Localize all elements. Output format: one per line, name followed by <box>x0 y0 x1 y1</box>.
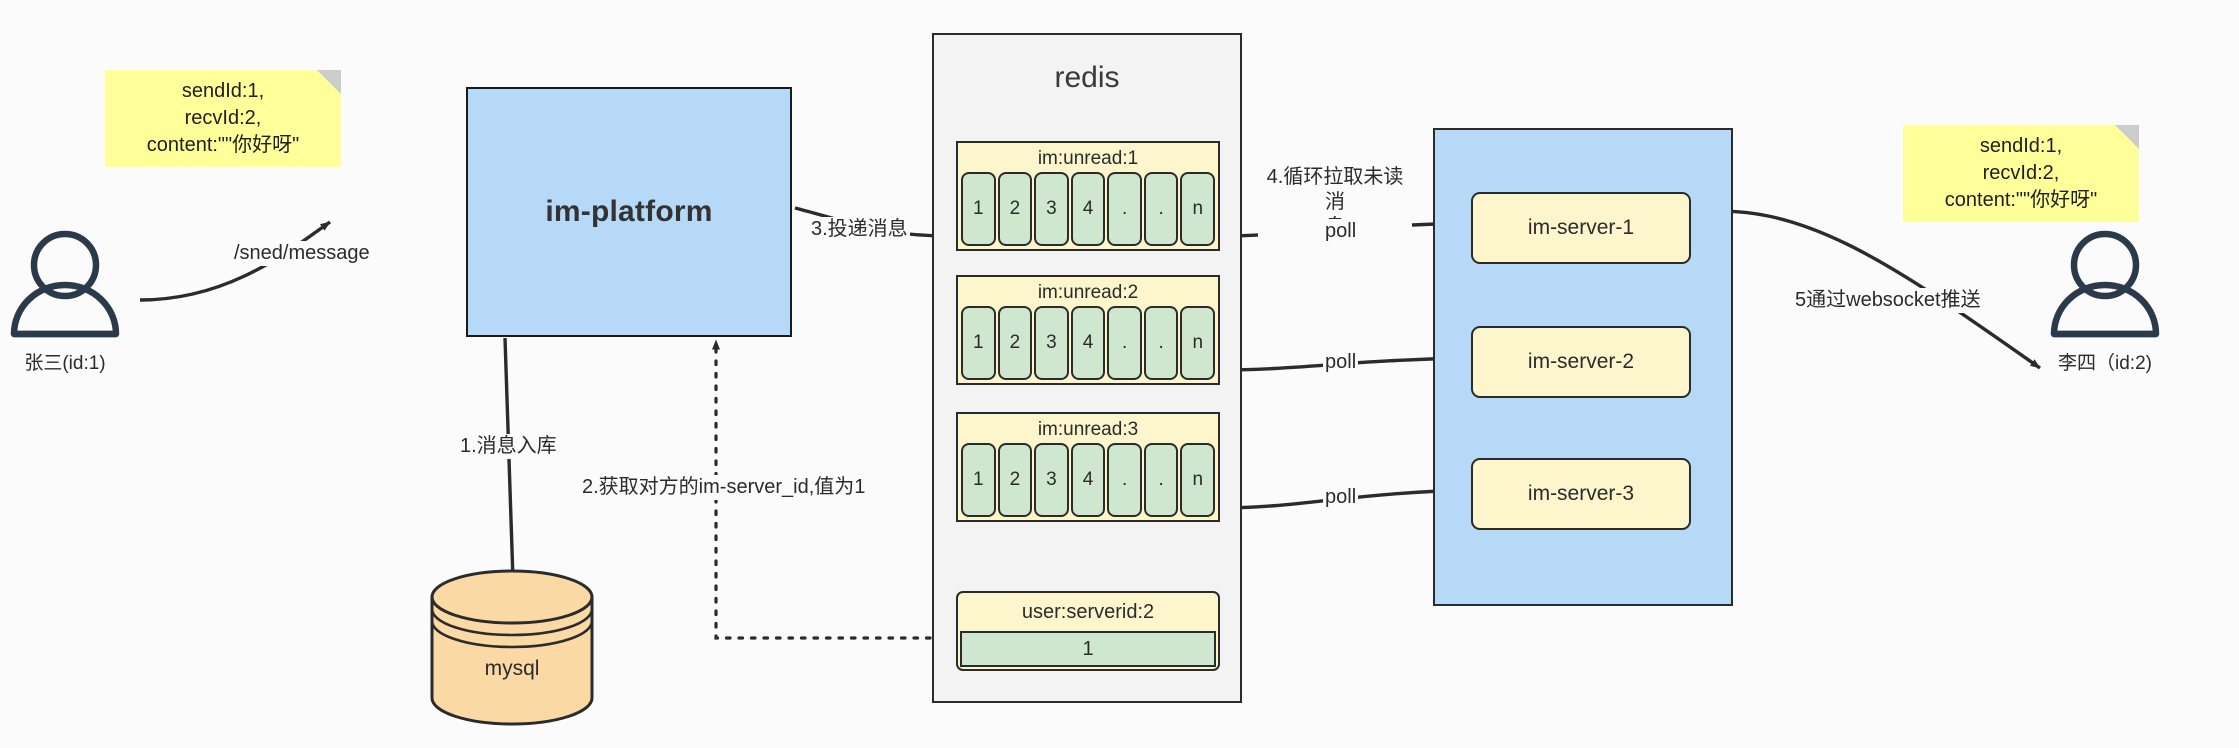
sticky-note-right: sendId:1, recvId:2, content:""你好呀" <box>1903 125 2139 222</box>
queue-cell: 2 <box>997 306 1033 380</box>
edge-label-poll-3: poll <box>1323 485 1359 510</box>
sticky-note-left-text: sendId:1, recvId:2, content:""你好呀" <box>146 80 300 156</box>
edge-label-step2: 2.获取对方的im-server_id,值为1 <box>580 475 868 500</box>
redis-queue-group: im:unread:3 1 2 3 4 . . n <box>956 412 1220 522</box>
queue-cell: . <box>1107 306 1142 380</box>
queue-cell: n <box>1180 172 1216 246</box>
queue-cell: 4 <box>1070 306 1106 380</box>
queue-cell: 3 <box>1034 443 1069 517</box>
receiver-user-icon <box>2050 230 2160 338</box>
im-server-2-node[interactable]: im-server-2 <box>1471 326 1691 398</box>
queue-cell: . <box>1143 172 1179 246</box>
redis-queue-group: im:unread:1 1 2 3 4 . . n <box>956 141 1220 251</box>
queue-cell: 4 <box>1070 172 1106 246</box>
redis-queue-cells: 1 2 3 4 . . n <box>961 306 1216 380</box>
queue-cell: 3 <box>1034 306 1069 380</box>
im-platform-node[interactable]: im-platform <box>466 87 792 337</box>
redis-queue-key: im:unread:1 <box>1037 148 1139 169</box>
note-fold-corner-icon <box>317 70 341 94</box>
queue-cell: 3 <box>1034 172 1069 246</box>
edge-sender-to-platform <box>139 220 331 302</box>
im-server-pool: im-server-1 im-server-2 im-server-3 <box>1433 128 1733 606</box>
queue-cell: 1 <box>961 172 996 246</box>
queue-cell: . <box>1143 443 1179 517</box>
im-platform-label: im-platform <box>545 195 713 228</box>
note-fold-corner-icon <box>2115 125 2139 149</box>
queue-cell: 2 <box>997 172 1033 246</box>
redis-container: redis im:unread:1 1 2 3 4 . . n im:unrea… <box>932 33 1242 703</box>
redis-kv-value: 1 <box>960 631 1216 667</box>
queue-cell: 2 <box>997 443 1033 517</box>
queue-cell: 1 <box>961 306 996 380</box>
redis-queue-key: im:unread:3 <box>1037 419 1139 440</box>
queue-cell: . <box>1107 443 1142 517</box>
redis-queue-group: im:unread:2 1 2 3 4 . . n <box>956 275 1220 385</box>
edge-label-send-message: /sned/message <box>232 241 372 266</box>
edge-label-poll-2: poll <box>1323 350 1359 375</box>
queue-cell: n <box>1180 443 1216 517</box>
edge-label-step1: 1.消息入库 <box>458 434 559 459</box>
mysql-label: mysql <box>484 657 540 680</box>
redis-queue-key: im:unread:2 <box>1037 282 1139 303</box>
edge-label-poll-1: poll <box>1323 219 1359 244</box>
sticky-note-left: sendId:1, recvId:2, content:""你好呀" <box>105 70 341 167</box>
edge-redis-to-platform-dotted <box>712 338 957 640</box>
edge-server-to-receiver <box>1689 209 2041 370</box>
redis-title: redis <box>1054 61 1120 94</box>
im-server-2-label: im-server-2 <box>1527 350 1635 373</box>
queue-cell: . <box>1143 306 1179 380</box>
redis-queue-cells: 1 2 3 4 . . n <box>961 443 1216 517</box>
sender-label: 张三(id:1) <box>24 353 106 374</box>
receiver-label: 李四（id:2) <box>2058 353 2152 374</box>
queue-cell: 4 <box>1070 443 1106 517</box>
edge-label-step5: 5通过websocket推送 <box>1793 288 1983 313</box>
edge-platform-to-mysql <box>503 337 517 581</box>
redis-kv-key: user:serverid:2 <box>1021 600 1155 623</box>
im-server-3-label: im-server-3 <box>1527 482 1635 505</box>
im-server-3-node[interactable]: im-server-3 <box>1471 458 1691 530</box>
redis-queue-cells: 1 2 3 4 . . n <box>961 172 1216 246</box>
mysql-database-cylinder-icon <box>430 569 594 726</box>
sender-user-icon <box>10 230 120 338</box>
queue-cell: 1 <box>961 443 996 517</box>
queue-cell: n <box>1180 306 1216 380</box>
queue-cell: . <box>1107 172 1142 246</box>
sticky-note-right-text: sendId:1, recvId:2, content:""你好呀" <box>1944 135 2098 211</box>
im-server-1-label: im-server-1 <box>1527 216 1635 239</box>
redis-kv-entry: user:serverid:2 1 <box>956 591 1220 671</box>
im-server-1-node[interactable]: im-server-1 <box>1471 192 1691 264</box>
edge-label-step3: 3.投递消息 <box>809 217 910 242</box>
